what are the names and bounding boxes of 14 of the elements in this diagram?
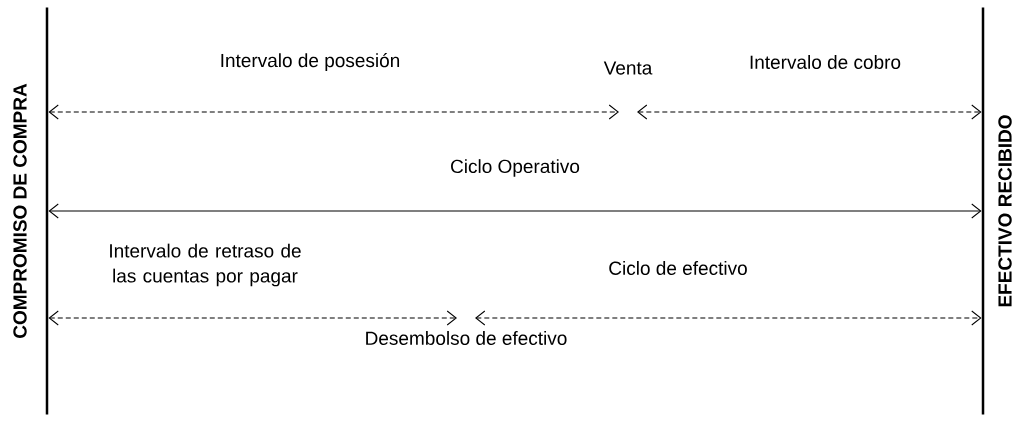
event-label: Desembolso de efectivo	[366, 331, 567, 345]
bar-label: COMPROMISO DE COMPRA	[13, 83, 27, 338]
interval-label: Ciclo Operativo	[451, 159, 580, 177]
interval-label: Intervalo de posesión	[221, 53, 400, 71]
double-arrow	[48, 203, 982, 219]
bar-label: EFECTIVO RECIBIDO	[998, 115, 1012, 307]
double-arrow	[48, 104, 619, 120]
double-arrow	[637, 104, 982, 120]
interval-label: Ciclo de efectivo	[609, 261, 747, 275]
event-label: Venta	[603, 61, 653, 75]
interval-label: Intervalo de retraso de las cuentas por pagar	[110, 243, 301, 287]
double-arrow	[48, 310, 457, 326]
double-arrow	[475, 310, 982, 326]
interval-label: Intervalo de cobro	[750, 55, 901, 69]
